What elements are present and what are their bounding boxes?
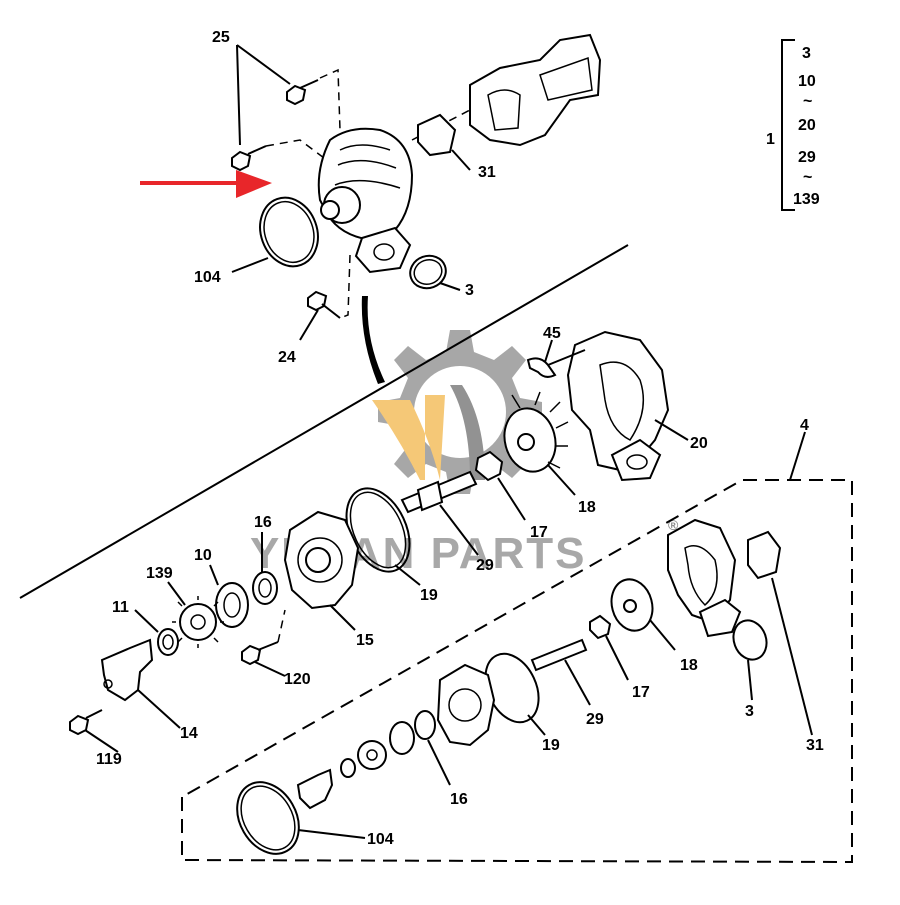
gear-139 bbox=[172, 596, 224, 648]
kit-box-4 bbox=[181, 431, 853, 864]
callout-19-kit: 19 bbox=[542, 737, 560, 754]
callout-11: 11 bbox=[112, 599, 129, 616]
bracket-parent: 1 bbox=[766, 131, 775, 148]
callout-104-kit: 104 bbox=[367, 831, 394, 848]
kit-housing-15 bbox=[436, 663, 496, 747]
callout-17-mid: 17 bbox=[530, 524, 548, 541]
callout-3-kit: 3 bbox=[745, 703, 754, 720]
callout-14: 14 bbox=[180, 725, 198, 742]
callout-16-kit: 16 bbox=[450, 791, 468, 808]
callout-139: 139 bbox=[146, 565, 173, 582]
bracket-item: ~ bbox=[803, 93, 812, 110]
red-pointer-arrow bbox=[140, 170, 272, 198]
o-ring-104-top bbox=[259, 196, 319, 268]
kit-o-ring-3 bbox=[732, 619, 768, 661]
callout-31-top: 31 bbox=[478, 164, 496, 181]
bolt-left bbox=[231, 150, 252, 172]
flange-14 bbox=[100, 638, 154, 702]
kit-gasket-31 bbox=[747, 530, 782, 580]
divider-line bbox=[19, 244, 629, 599]
seal-17 bbox=[474, 450, 504, 482]
bracket-list bbox=[781, 39, 795, 211]
callout-29-mid: 29 bbox=[476, 557, 494, 574]
watermark-registered: ® bbox=[668, 517, 679, 533]
middle-assembly bbox=[69, 330, 689, 753]
callout-119: 119 bbox=[96, 751, 122, 768]
callout-45: 45 bbox=[543, 325, 561, 342]
callout-4: 4 bbox=[800, 417, 809, 434]
bracket-item: 10 bbox=[798, 73, 816, 90]
kit-flange bbox=[296, 768, 334, 810]
bracket-item: 20 bbox=[798, 117, 816, 134]
bracket-item: 139 bbox=[793, 191, 820, 208]
kit-o-ring-104 bbox=[236, 781, 300, 855]
kit-gear bbox=[357, 740, 387, 770]
watermark-logo bbox=[372, 330, 542, 494]
callout-31-kit: 31 bbox=[806, 737, 824, 754]
callout-19-mid: 19 bbox=[420, 587, 438, 604]
kit-shaft-29 bbox=[530, 638, 588, 672]
bolt-top bbox=[286, 84, 307, 106]
callout-20: 20 bbox=[690, 435, 708, 452]
callout-10: 10 bbox=[194, 547, 212, 564]
pump-flange bbox=[354, 226, 412, 274]
callout-29-kit: 29 bbox=[586, 711, 604, 728]
bolt-24 bbox=[307, 290, 328, 312]
callout-120: 120 bbox=[284, 671, 311, 688]
logo-accent-icon bbox=[372, 395, 445, 480]
callout-17-kit: 17 bbox=[632, 684, 650, 701]
callout-104-top: 104 bbox=[194, 269, 221, 286]
callout-24: 24 bbox=[278, 349, 296, 366]
bracket-item: 3 bbox=[802, 45, 811, 62]
gasket-top bbox=[417, 113, 457, 157]
hose-45 bbox=[526, 357, 557, 378]
bearing-16 bbox=[252, 571, 278, 605]
callout-18-kit: 18 bbox=[680, 657, 698, 674]
bearing-10 bbox=[215, 582, 249, 628]
bracket-item: 29 bbox=[798, 149, 816, 166]
callout-18-mid: 18 bbox=[578, 499, 596, 516]
kit-bearing-16 bbox=[414, 710, 436, 740]
bolt-120 bbox=[241, 644, 262, 666]
callout-3-top: 3 bbox=[465, 282, 474, 299]
kit-seal-17 bbox=[589, 614, 612, 640]
callout-16-mid: 16 bbox=[254, 514, 272, 531]
rear-cover bbox=[469, 33, 602, 147]
bracket-item: ~ bbox=[803, 169, 812, 186]
callout-15: 15 bbox=[356, 632, 374, 649]
callout-25: 25 bbox=[212, 29, 230, 46]
spacer-11 bbox=[157, 628, 179, 656]
o-ring-3-top bbox=[409, 254, 447, 290]
top-assembly bbox=[231, 33, 602, 384]
